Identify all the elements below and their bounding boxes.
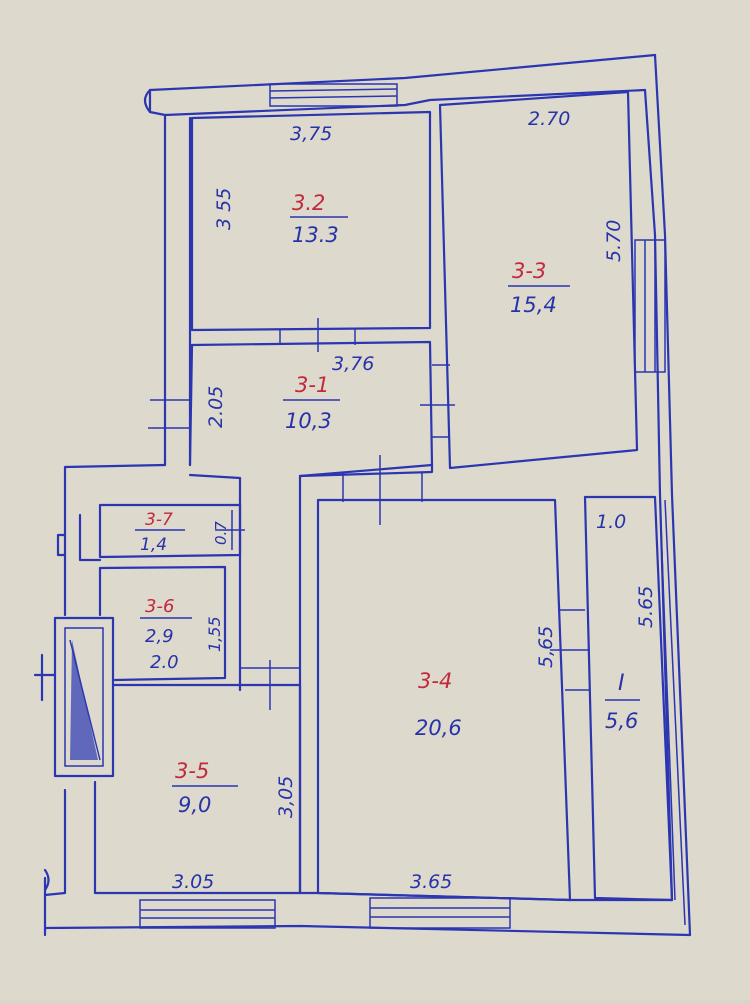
window-balcony-right [659,499,686,926]
window-bottom-mid [369,897,511,929]
window-right-frame [634,239,666,373]
stove-outer [53,616,115,778]
room-3-5-area: 9,0 [178,793,211,817]
dim-balcony-width: 1.0 [596,511,626,533]
stove-diagonal [69,639,101,761]
room-3-1-bottom [298,463,434,478]
outer-left-upper-wall [148,88,167,467]
dim-r35-width: 3.05 [172,871,214,893]
door-marks [148,318,590,710]
dim-r34-width: 3.65 [410,871,452,893]
dim-r34-height: 5,65 [535,626,557,668]
room-3-4-outline [316,498,572,902]
window-right [634,239,666,373]
stove-inner [64,627,104,767]
window-bm-frame [369,897,511,929]
dim-r33-width: 2.70 [528,108,570,130]
dim-r31-width: 3,76 [332,353,374,375]
room-3-2-number: 3.2 [292,191,325,215]
room-3-3-area: 15,4 [510,293,557,317]
room-3-1-number: 3-1 [295,373,329,397]
dim-balcony-height: 5.65 [635,586,657,628]
room-3-6-number: 3-6 [145,596,174,617]
window-top-frame [269,83,398,107]
inner-right-wall [643,88,674,902]
left-step-inner [188,473,242,480]
room-3-7-niche [56,533,67,557]
room-3-7-number: 3-7 [145,510,173,530]
left-step-top [63,463,167,480]
dim-r36-width: 2.0 [150,652,179,673]
left-door-jamb [43,868,50,937]
room-3-6-outline [98,565,227,682]
window-top-pane-2 [269,95,398,99]
room-3-7-area: 1,4 [140,535,167,555]
room-3-1-left [188,343,194,467]
room-3-6-area: 2,9 [145,626,174,647]
stove [33,616,115,778]
dim-r31-height: 2.05 [205,386,227,428]
inner-top-wall [163,88,647,117]
stove-left-mark [33,653,57,702]
dim-r36-height: 1,55 [205,616,224,652]
window-bottom-left [139,899,276,929]
balcony-area: 5,6 [605,709,638,733]
room-3-4-area: 20,6 [415,716,462,740]
room-3-5-number: 3-5 [175,759,209,783]
room-3-2-area: 13.3 [292,223,339,247]
outer-left-lower-wall [43,788,67,897]
window-top-pane-1 [269,88,398,92]
dim-r33-height: 5.70 [603,220,625,262]
room-3-4-number: 3-4 [418,669,452,693]
room-3-3-outline [438,90,639,470]
outer-right-wall [653,53,692,937]
top-left-jamb [143,88,152,114]
balcony-glazing-1 [664,499,686,926]
room-3-3-number: 3-3 [512,259,546,283]
balcony-number: I [618,671,625,696]
room-3-1-area: 10,3 [285,409,332,433]
window-bl-frame [139,899,276,929]
dim-r35-height: 3,05 [275,776,297,818]
window-top [269,83,398,107]
balcony-glazing-2 [659,499,676,901]
outer-top-wall [148,53,657,92]
dim-r32-width: 3,75 [290,123,332,145]
room-3-2-outline [190,110,432,332]
dim-r37-width: 0.7 [212,521,230,545]
room-3-5-outline [111,683,302,895]
room-3-1-outline [190,340,434,478]
balcony-outline [583,495,674,902]
room-3-7-outline [98,503,242,559]
room-3-7-side [78,513,102,562]
dim-r32-height: 3 55 [213,188,235,230]
outer-bottom-wall [43,924,692,937]
